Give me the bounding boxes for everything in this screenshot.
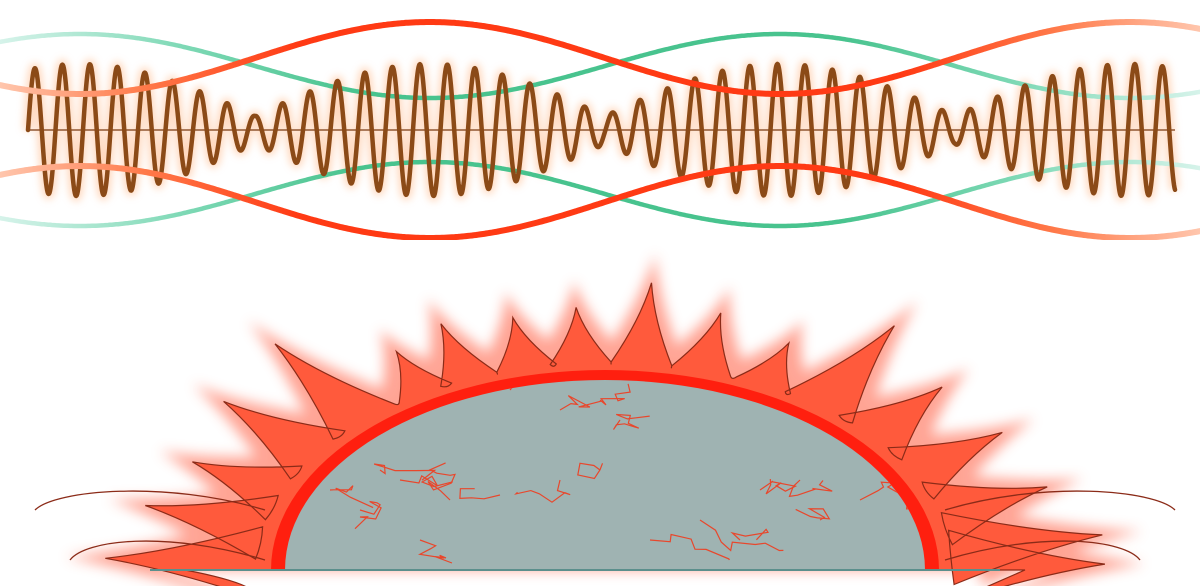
surface-crack [699,519,784,552]
surface-crack [649,533,730,561]
red-envelope [0,19,1200,240]
surface-crack [329,485,374,509]
corona-loop [944,490,1176,511]
red-envelope-bottom [0,163,1200,240]
beating-wave-envelope-icon [0,19,1200,240]
surface-crack [612,413,650,430]
surface-crack [788,479,833,498]
surface-crack [417,539,453,564]
surface-crack [795,508,831,521]
corona-inner-loops [34,490,1176,561]
carrier-wave-path [25,61,1178,199]
surface-crack [599,383,631,406]
surface-crack [399,475,453,488]
sun-core [285,380,925,570]
surface-crack [759,478,798,495]
green-envelope [0,31,1200,229]
green-envelope-top [0,31,1200,101]
corona-loop [34,490,266,511]
corona-loop [69,540,266,561]
surface-crack [730,528,770,541]
red-envelope-top [0,19,1200,97]
surface-crack [459,488,501,500]
green-envelope-bottom [0,159,1200,229]
sun-corona-half-disc-icon [34,254,1176,586]
corona-loop [944,540,1141,561]
surface-crack [373,463,437,481]
surface-crack [577,462,604,480]
surface-crack [514,479,571,503]
surface-crack [559,395,602,411]
carrier-wave [25,61,1178,199]
surface-crack [354,500,382,530]
